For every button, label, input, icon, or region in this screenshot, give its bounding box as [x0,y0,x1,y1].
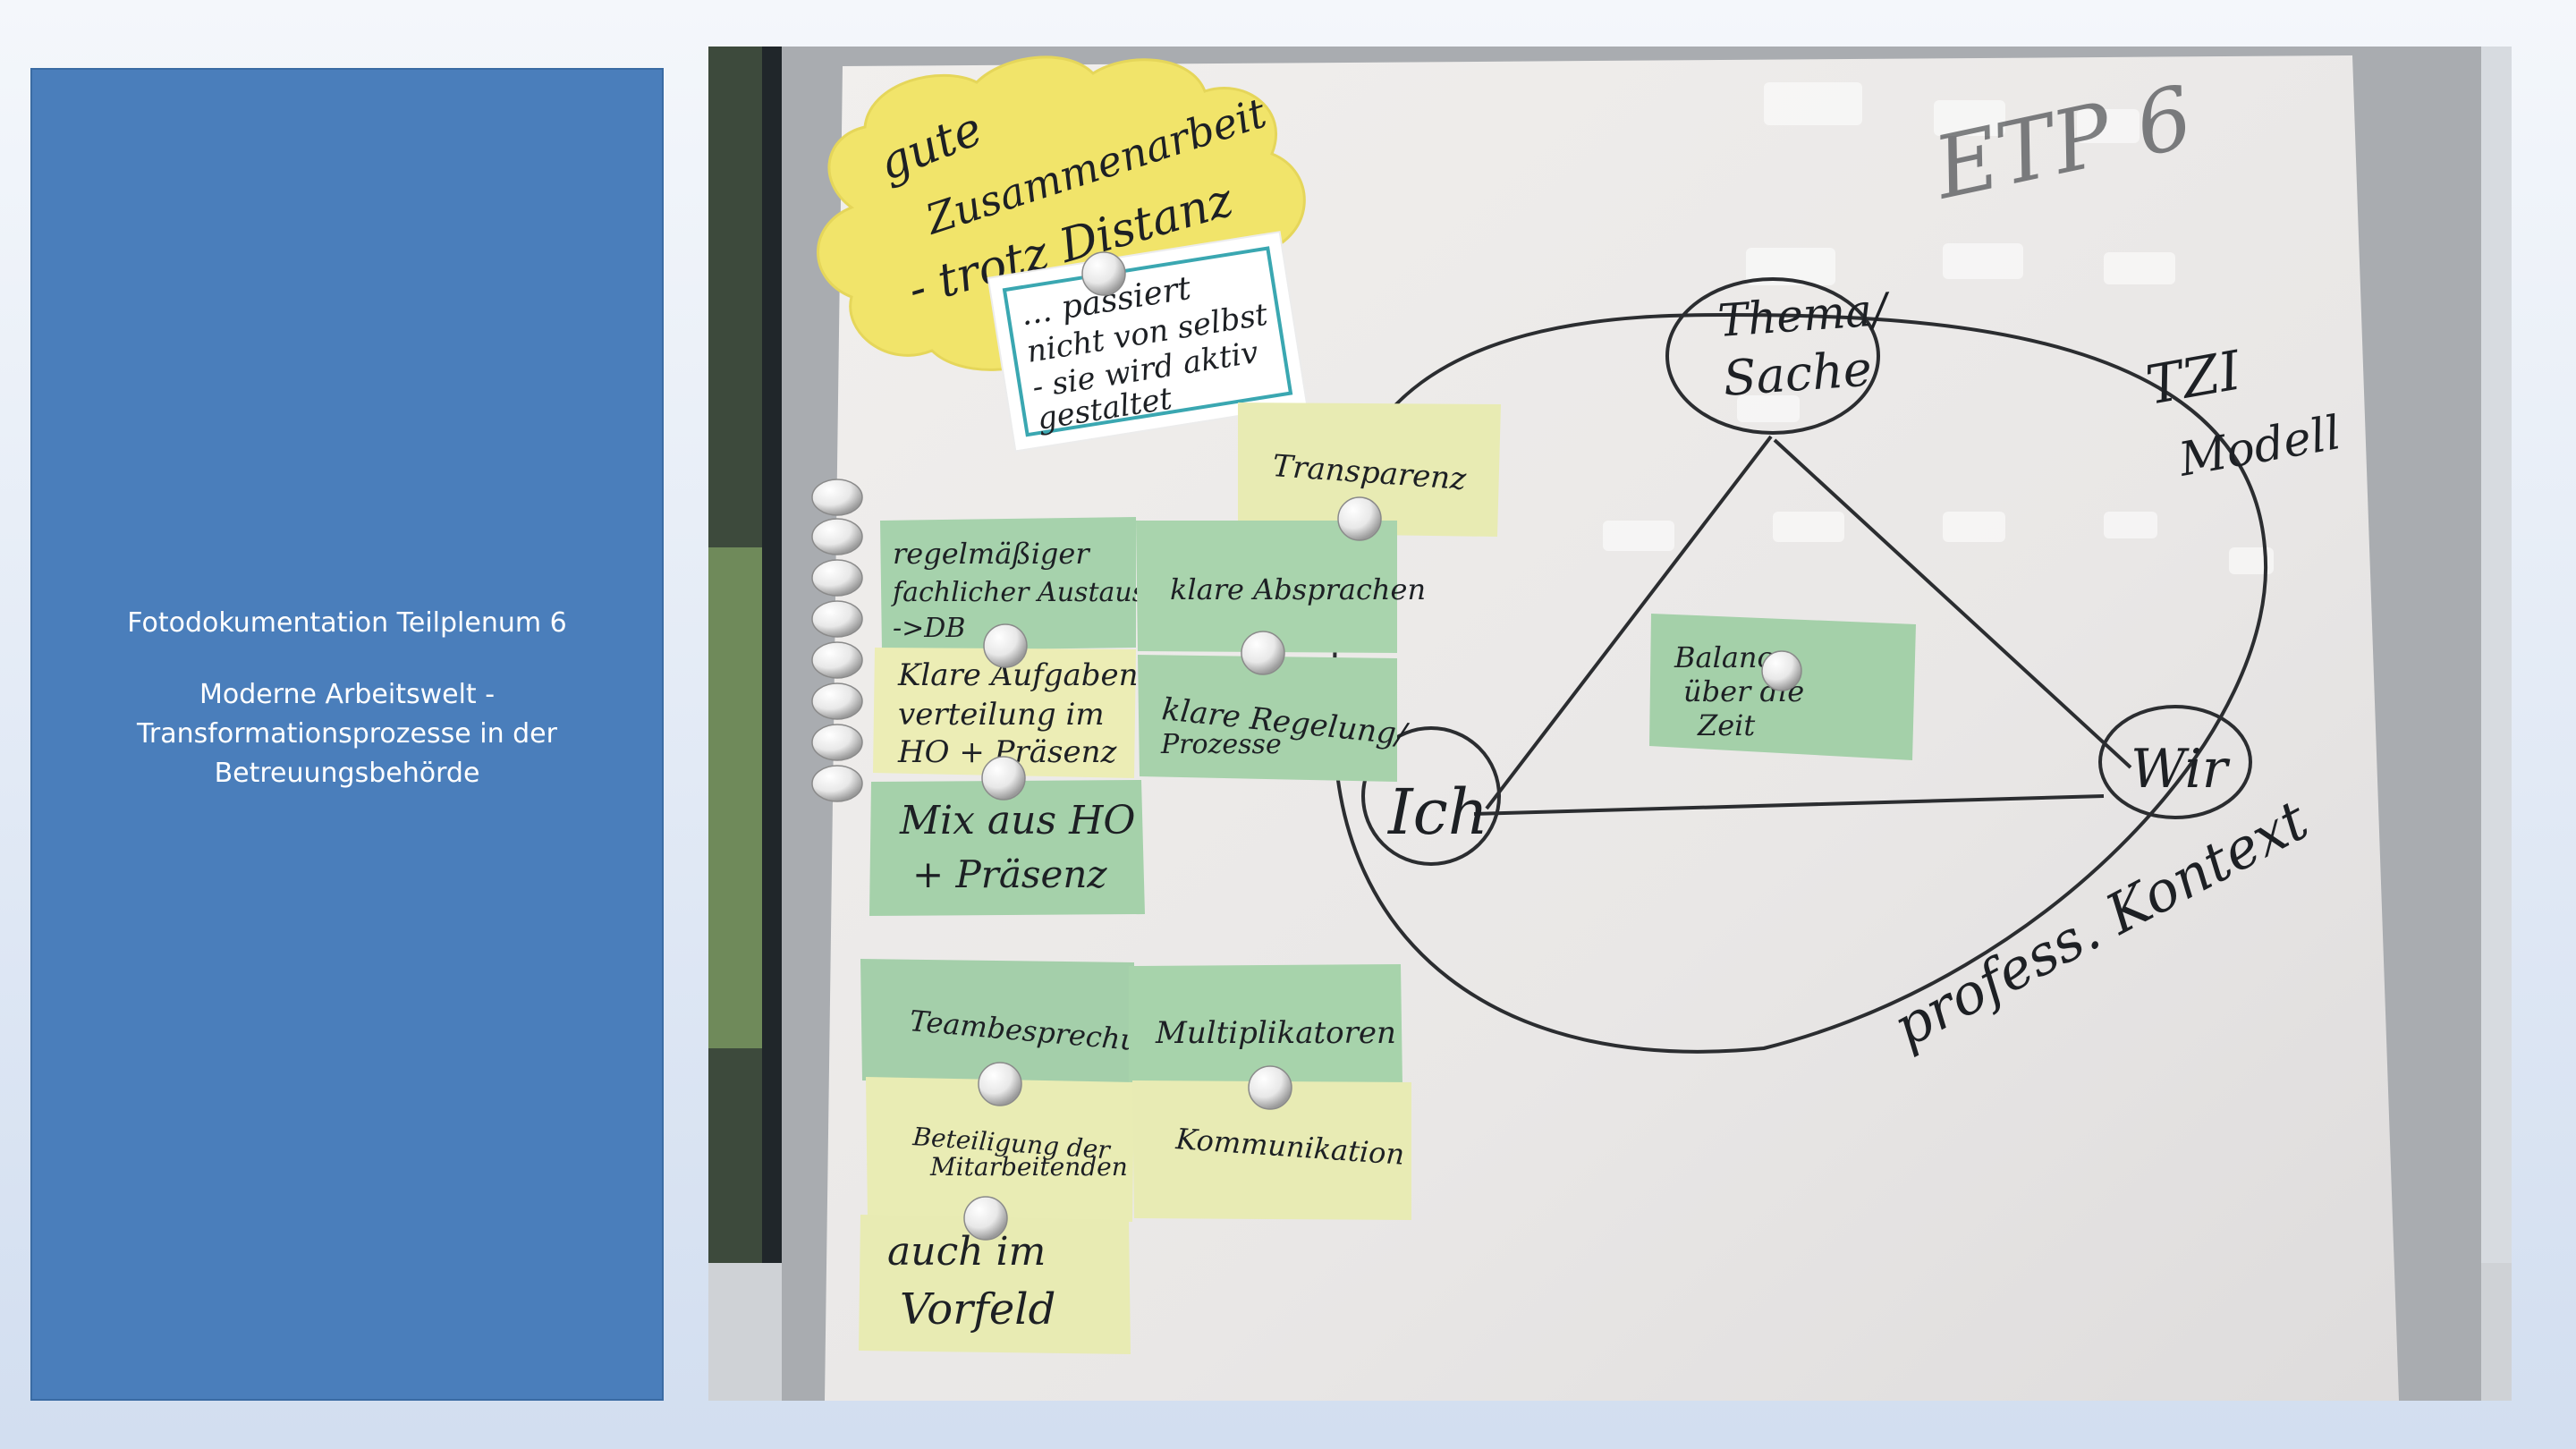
magnet [1248,1065,1292,1110]
sticky-balance-line3: Zeit [1697,708,1755,742]
magnet [811,682,863,720]
whiteboard-photo: ETP 6 Thema/ Sache TZI Modell Ich Wir pr… [708,47,2512,1401]
magnet [963,1196,1008,1241]
sticky-austausch: regelmäßiger fachlicher Austausch ->DB [880,517,1178,651]
sticky-transparenz: Transparenz [1238,402,1501,537]
sticky-absprachen: klare Absprachen [1136,521,1426,653]
sticky-aufgaben: Klare Aufgaben verteilung im HO + Präsen… [873,648,1139,778]
magnet [981,756,1026,801]
sticky-vorfeld-line1: auch im [887,1229,1046,1275]
wir-label: Wir [2131,738,2231,801]
note-card: ... passiert nicht von selbst - sie wird… [987,231,1309,453]
sticky-mix: Mix aus HO + Präsenz [869,780,1145,916]
caption-subtitle-line1: Moderne Arbeitswelt - [199,679,496,710]
triangle-base [1473,794,2105,816]
sticky-austausch-line2: fachlicher Austausch [891,577,1178,608]
caption-title: Fotodokumentation Teilplenum 6 [127,607,567,639]
sticky-regelungen: klare Regelung/ Prozesse [1138,655,1411,782]
sticky-multiplikatoren: Multiplikatoren [1129,964,1402,1086]
magnet [811,641,863,679]
sticky-absprachen-text: klare Absprachen [1170,572,1426,606]
magnet [1337,496,1382,541]
whiteboard-illustration: ETP 6 Thema/ Sache TZI Modell Ich Wir pr… [708,47,2512,1401]
magnet [811,600,863,638]
magnet [983,623,1028,668]
sticky-multiplikatoren-text: Multiplikatoren [1155,1015,1396,1051]
magnet [811,479,863,516]
sticky-regelungen-line2: Prozesse [1160,729,1282,760]
context-ellipse [1332,312,2268,1054]
sticky-beteiligung-line2: Mitarbeitenden [929,1152,1128,1182]
caption-text: Fotodokumentation Teilplenum 6 Moderne A… [127,604,566,793]
magnet [1081,251,1126,296]
triangle-right-edge [1773,438,2132,769]
caption-subtitle-line2: Transformationsprozesse in der [137,718,557,750]
tzi-diagram [1332,277,2268,1054]
wir-circle [2098,705,2252,819]
magnet [811,724,863,761]
magnet [811,559,863,597]
sache-label: Sache [1722,341,1874,407]
ich-label: Ich [1386,775,1488,849]
thema-label: Thema/ [1716,284,1893,347]
magnet [1761,650,1802,691]
caption-panel: Fotodokumentation Teilplenum 6 Moderne A… [30,68,664,1401]
magnet [978,1062,1022,1106]
sticky-mix-line2: + Präsenz [912,852,1107,896]
sticky-kommunikation: Kommunikation [1132,1080,1411,1220]
sticky-vorfeld: auch im Vorfeld [859,1215,1131,1354]
sticky-beteiligung: Beteiligung der Mitarbeitenden [866,1077,1134,1222]
sticky-austausch-line3: ->DB [893,613,965,644]
sticky-mix-line1: Mix aus HO [899,798,1136,843]
magnet [811,765,863,802]
magnets [811,251,1802,1241]
magnet [1241,631,1285,675]
caption-subtitle-line3: Betreuungsbehörde [214,758,480,789]
sticky-aufgaben-line2: verteilung im [898,697,1105,733]
sticky-austausch-line1: regelmäßiger [893,537,1090,571]
ich-circle [1361,726,1501,866]
light-reflections [1603,82,2274,574]
magnet [811,518,863,555]
sticky-vorfeld-line2: Vorfeld [900,1284,1055,1335]
thema-circle [1665,277,1880,435]
triangle-left-edge [1485,435,1773,810]
